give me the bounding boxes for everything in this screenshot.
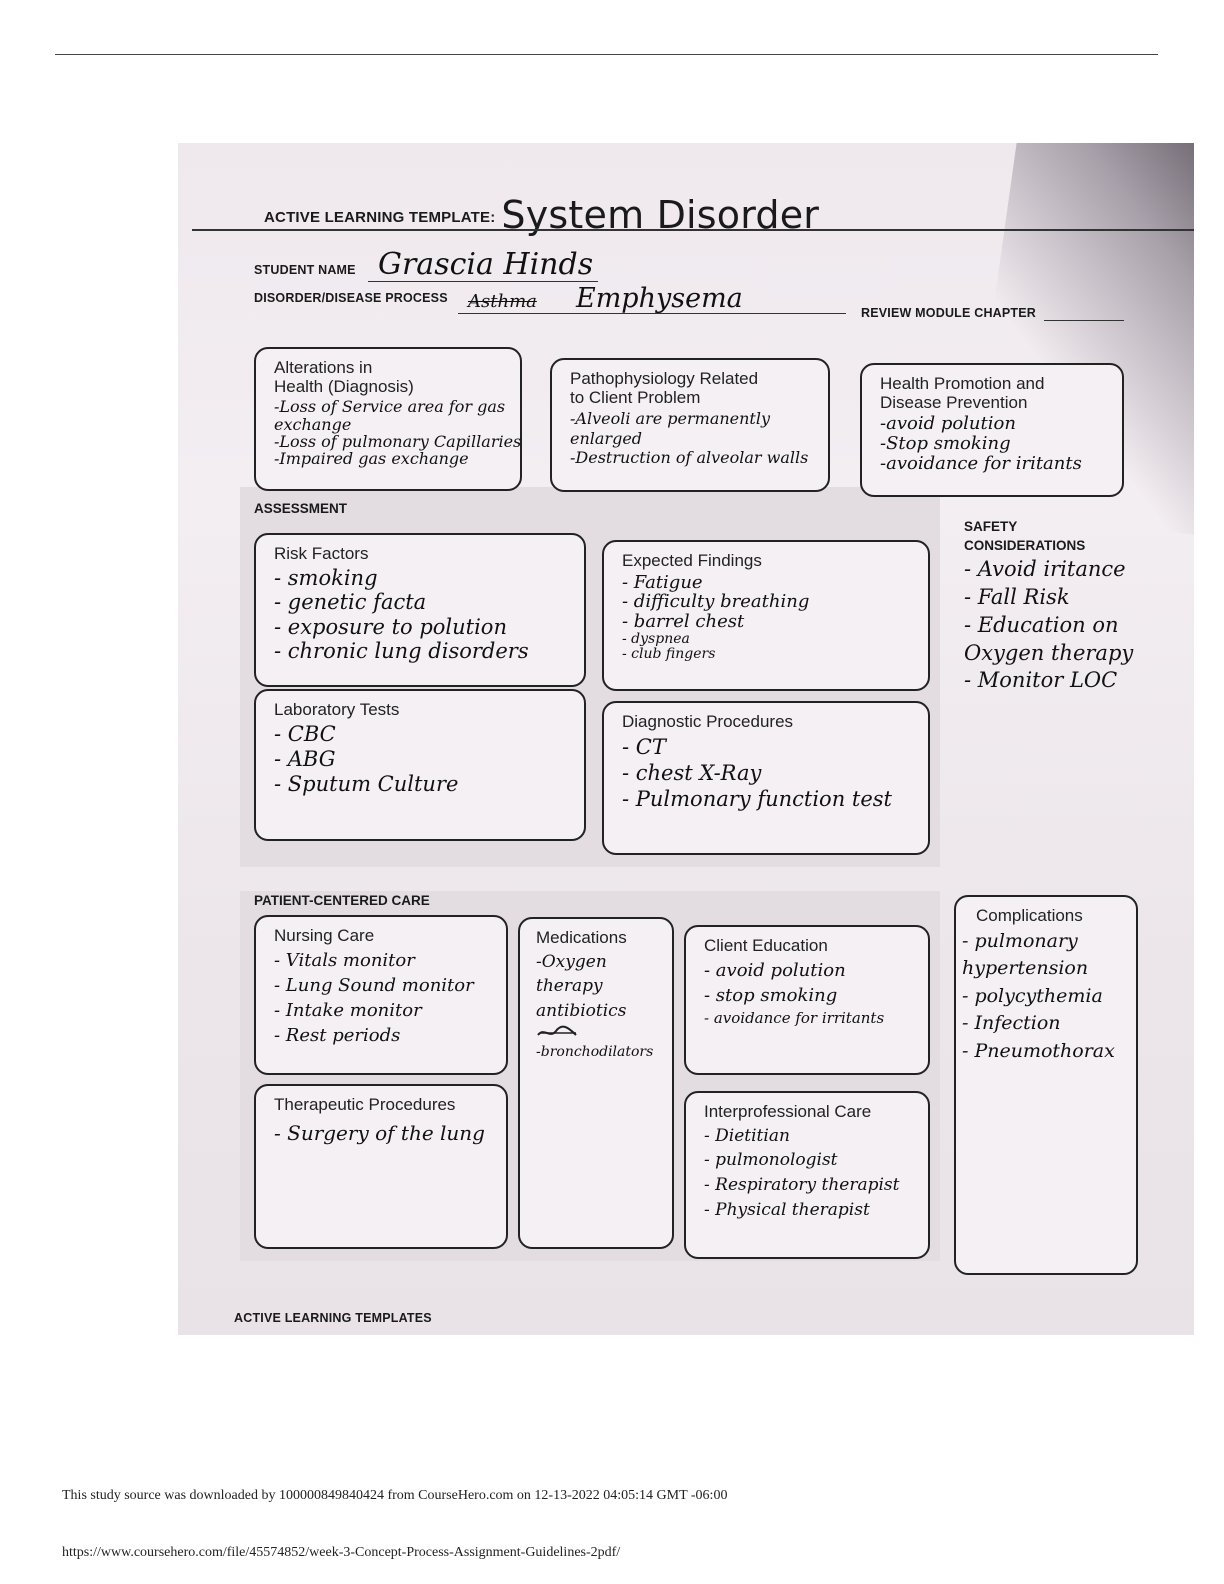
complications-item: - Infection bbox=[962, 1012, 1061, 1035]
complications-item: - pulmonary bbox=[962, 929, 1078, 952]
disorder-label: DISORDER/DISEASE PROCESS bbox=[254, 291, 448, 305]
diagnostic-procedures-heading: Diagnostic Procedures bbox=[622, 712, 794, 731]
medications-item: therapy bbox=[536, 976, 603, 997]
assessment-label: ASSESSMENT bbox=[254, 501, 348, 516]
student-name-value: Grascia Hinds bbox=[378, 247, 594, 282]
alterations-item: -Impaired gas exchange bbox=[274, 449, 469, 469]
active-learning-templates-footer: ACTIVE LEARNING TEMPLATES bbox=[234, 1311, 432, 1325]
medications-item: -Oxygen bbox=[536, 951, 607, 972]
nursing-care-heading: Nursing Care bbox=[274, 926, 375, 945]
pathophysiology-item: -Destruction of alveolar walls bbox=[570, 447, 809, 467]
nursing-care-item: - Intake monitor bbox=[274, 1000, 422, 1022]
complications-item: - Pneumothorax bbox=[962, 1039, 1115, 1062]
client-education-item: - avoid polution bbox=[704, 959, 846, 981]
complications-item: - polycythemia bbox=[962, 984, 1103, 1007]
laboratory-tests-item: - Sputum Culture bbox=[274, 772, 459, 797]
client-education-box: Client Education - avoid polution - stop… bbox=[684, 925, 930, 1075]
health-promotion-heading: Health Promotion and Disease Prevention bbox=[880, 374, 1045, 412]
health-promotion-item: -Stop smoking bbox=[880, 433, 1011, 455]
student-name-label: STUDENT NAME bbox=[254, 263, 356, 277]
interprofessional-care-heading: Interprofessional Care bbox=[704, 1102, 872, 1121]
top-divider bbox=[55, 54, 1158, 55]
laboratory-tests-heading: Laboratory Tests bbox=[274, 700, 400, 719]
interprofessional-care-box: Interprofessional Care - Dietitian - pul… bbox=[684, 1091, 930, 1259]
diagnostic-procedures-box: Diagnostic Procedures - CT - chest X-Ray… bbox=[602, 701, 930, 855]
safety-item: Oxygen therapy bbox=[964, 640, 1134, 665]
expected-findings-item: - difficulty breathing bbox=[622, 591, 810, 613]
expected-findings-item: - barrel chest bbox=[622, 611, 745, 633]
risk-factors-item: - smoking bbox=[274, 565, 378, 590]
laboratory-tests-item: - CBC bbox=[274, 721, 336, 746]
medications-scribble bbox=[536, 1024, 664, 1042]
risk-factors-item: - genetic facta bbox=[274, 590, 427, 615]
expected-findings-heading: Expected Findings bbox=[622, 551, 762, 570]
safety-item: - Avoid iritance bbox=[964, 556, 1126, 581]
safety-considerations: SAFETY CONSIDERATIONS - Avoid iritance -… bbox=[964, 518, 1133, 695]
template-label: ACTIVE LEARNING TEMPLATE: bbox=[264, 209, 496, 226]
diagnostic-procedures-item: - chest X-Ray bbox=[622, 760, 762, 785]
scanned-template-photo: ACTIVE LEARNING TEMPLATE:System Disorder… bbox=[178, 143, 1194, 1335]
patient-centered-care-label: PATIENT-CENTERED CARE bbox=[254, 893, 430, 908]
nursing-care-item: - Rest periods bbox=[274, 1025, 401, 1047]
risk-factors-heading: Risk Factors bbox=[274, 544, 369, 563]
complications-box: Complications - pulmonary hypertension -… bbox=[954, 895, 1138, 1275]
risk-factors-item: - exposure to polution bbox=[274, 614, 507, 639]
expected-findings-box: Expected Findings - Fatigue - difficulty… bbox=[602, 540, 930, 691]
safety-item: - Education on bbox=[964, 612, 1119, 637]
diagnostic-procedures-item: - CT bbox=[622, 734, 666, 759]
alterations-item: exchange bbox=[274, 414, 352, 434]
interprofessional-care-item: - Physical therapist bbox=[704, 1199, 870, 1220]
therapeutic-procedures-item: - Surgery of the lung bbox=[274, 1120, 485, 1145]
health-promotion-box: Health Promotion and Disease Prevention … bbox=[860, 363, 1124, 497]
client-education-item: - avoidance for irritants bbox=[704, 1009, 885, 1028]
pathophysiology-box: Pathophysiology Related to Client Proble… bbox=[550, 358, 830, 492]
nursing-care-item: - Vitals monitor bbox=[274, 949, 415, 971]
download-source-note: This study source was downloaded by 1000… bbox=[62, 1488, 728, 1503]
expected-findings-item: - club fingers bbox=[622, 646, 716, 663]
student-name-line bbox=[368, 281, 598, 282]
pathophysiology-item: -Alveoli are permanently bbox=[570, 409, 771, 429]
disorder-struck-value: Asthma bbox=[468, 291, 537, 312]
risk-factors-box: Risk Factors - smoking - genetic facta -… bbox=[254, 533, 586, 687]
complications-heading: Complications bbox=[976, 906, 1083, 925]
medications-item: -bronchodilators bbox=[536, 1043, 654, 1060]
laboratory-tests-box: Laboratory Tests - CBC - ABG - Sputum Cu… bbox=[254, 689, 586, 841]
therapeutic-procedures-heading: Therapeutic Procedures bbox=[274, 1095, 456, 1114]
safety-item: - Monitor LOC bbox=[964, 668, 1118, 693]
expected-findings-item: - Fatigue bbox=[622, 571, 703, 593]
nursing-care-box: Nursing Care - Vitals monitor - Lung Sou… bbox=[254, 915, 508, 1075]
safety-item: - Fall Risk bbox=[964, 584, 1070, 609]
review-module-label: REVIEW MODULE CHAPTER bbox=[861, 306, 1037, 320]
source-url[interactable]: https://www.coursehero.com/file/45574852… bbox=[62, 1545, 621, 1560]
interprofessional-care-item: - Respiratory therapist bbox=[704, 1174, 900, 1195]
alterations-item: -Loss of Service area for gas bbox=[274, 397, 506, 417]
therapeutic-procedures-box: Therapeutic Procedures - Surgery of the … bbox=[254, 1084, 508, 1249]
expected-findings-item: - dyspnea bbox=[622, 631, 690, 648]
disorder-value: Emphysema bbox=[576, 283, 743, 314]
alterations-heading: Alterations in Health (Diagnosis) bbox=[274, 358, 414, 396]
alterations-item: -Loss of pulmonary Capillaries bbox=[274, 431, 522, 451]
interprofessional-care-item: - pulmonologist bbox=[704, 1150, 838, 1171]
nursing-care-item: - Lung Sound monitor bbox=[274, 974, 474, 996]
pathophysiology-item: enlarged bbox=[570, 428, 643, 448]
complications-item: hypertension bbox=[962, 957, 1089, 980]
health-promotion-item: -avoid polution bbox=[880, 413, 1016, 435]
health-promotion-item: -avoidance for iritants bbox=[880, 452, 1082, 474]
pathophysiology-heading: Pathophysiology Related to Client Proble… bbox=[570, 369, 759, 407]
diagnostic-procedures-item: - Pulmonary function test bbox=[622, 787, 892, 812]
client-education-item: - stop smoking bbox=[704, 984, 838, 1006]
safety-heading: SAFETY CONSIDERATIONS bbox=[964, 519, 1086, 553]
scribble-mark bbox=[537, 1025, 577, 1036]
laboratory-tests-item: - ABG bbox=[274, 746, 336, 771]
risk-factors-item: - chronic lung disorders bbox=[274, 639, 529, 664]
alterations-box: Alterations in Health (Diagnosis) -Loss … bbox=[254, 347, 522, 491]
medications-box: Medications -Oxygen therapy antibiotics … bbox=[518, 917, 674, 1249]
client-education-heading: Client Education bbox=[704, 936, 828, 955]
title-rule bbox=[192, 229, 1194, 231]
disorder-line bbox=[458, 313, 846, 314]
interprofessional-care-item: - Dietitian bbox=[704, 1125, 790, 1146]
review-module-line bbox=[1044, 320, 1124, 321]
medications-item: antibiotics bbox=[536, 1000, 627, 1021]
medications-heading: Medications bbox=[536, 928, 627, 947]
